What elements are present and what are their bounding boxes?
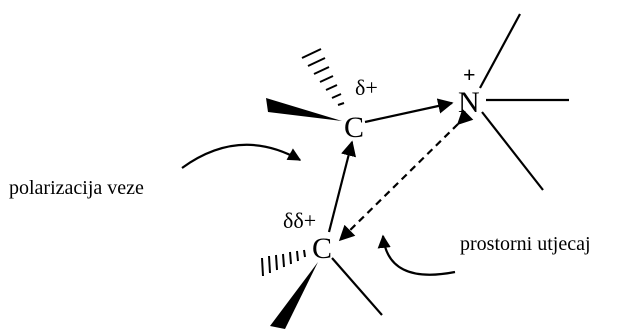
spatial-curved-arrow	[377, 234, 456, 276]
bond-arrow-c-to-c	[327, 140, 357, 233]
nitrogen-bond-down	[481, 111, 544, 191]
upper-carbon-hashed-bond	[301, 48, 345, 106]
lower-carbon-wedge-bond	[270, 262, 318, 329]
through-space-dashed-arrow	[338, 108, 474, 242]
spatial-influence-label: prostorni utjecaj	[460, 233, 591, 255]
nitrogen-positive-charge: +	[463, 62, 476, 87]
lower-carbon-bond-right	[331, 257, 383, 316]
carbon-bottom-symbol: C	[312, 232, 332, 265]
lower-carbon-hashed-bond	[261, 249, 306, 277]
upper-carbon-wedge-bond	[266, 98, 342, 121]
carbon-bottom-partial-charge: δδ+	[283, 208, 316, 233]
polarization-curved-arrow	[181, 143, 302, 169]
nitrogen-bond-up	[479, 13, 521, 89]
carbon-top-partial-charge: δ+	[355, 75, 378, 100]
bond-polarization-label: polarizacija veze	[9, 177, 144, 199]
bond-arrow-c-to-n	[364, 98, 454, 124]
nitrogen-symbol: N	[458, 86, 480, 119]
carbon-top-symbol: C	[344, 111, 364, 144]
